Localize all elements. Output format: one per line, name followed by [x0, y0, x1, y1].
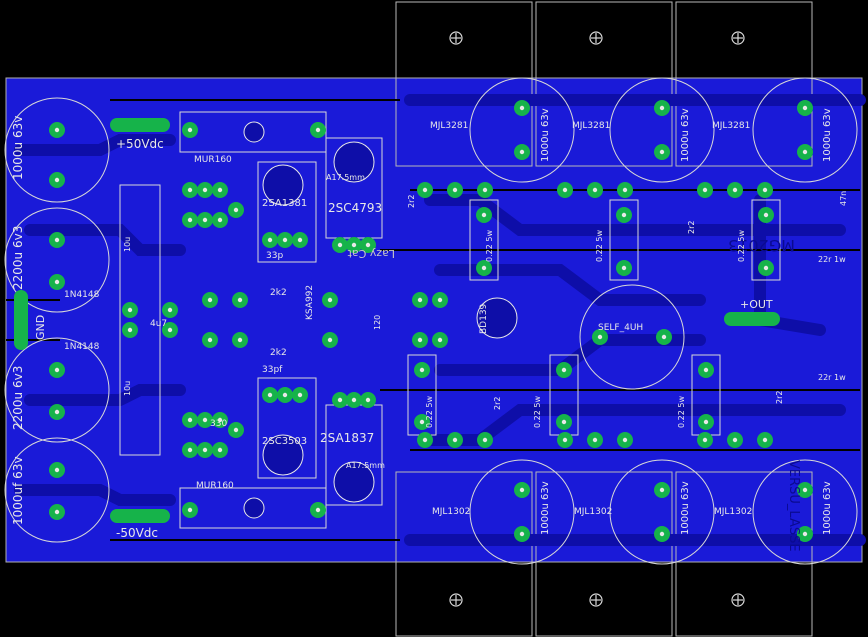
- label-022-1: 0.22 5w: [485, 230, 494, 262]
- label-cap-bot-2: 1000u 63v: [680, 481, 691, 535]
- label-33pf: 33pf: [262, 365, 283, 375]
- label-cap-top-3: 1000u 63v: [822, 108, 833, 162]
- label-022-3: 0.22 5w: [737, 230, 746, 262]
- label-cap-mid-top-left: 2200u 6v3: [11, 226, 25, 290]
- output-caps: [469, 77, 858, 565]
- label-self: SELF_4UH: [598, 323, 643, 333]
- label-2sa1381: 2SA1381: [262, 198, 307, 209]
- label-lazy-cat: Lazy Cat: [347, 247, 395, 260]
- board-edge: [5, 77, 863, 563]
- label-022-6: 0.22 5w: [677, 396, 686, 428]
- label-cap-bot-1: 1000u 63v: [540, 481, 551, 535]
- trimmers: [243, 121, 518, 519]
- label-022-5: 0.22 5w: [533, 396, 542, 428]
- label-2r2-2: 2r2: [687, 221, 696, 234]
- label-2k2-bot: 2k2: [270, 348, 287, 358]
- label-mjl3281-2: MJL3281: [572, 121, 610, 131]
- label-47n: 47n: [839, 191, 848, 206]
- label-heatsink-bot: A17.5mm: [346, 461, 385, 470]
- label-rail-pos: +50Vdc: [116, 137, 164, 151]
- label-2r2-4: 2r2: [775, 391, 784, 404]
- heatsink-outlines: [395, 1, 813, 637]
- label-mirror-version: MG2013: [728, 236, 795, 255]
- label-2sc3503: 2SC3503: [262, 436, 307, 447]
- label-10u-bot: 10u: [123, 381, 132, 396]
- label-cap-top-left: 1000u 63v: [11, 116, 25, 180]
- heatsink-mount-holes: [449, 31, 745, 607]
- silk-labels: 1000u 63v 2200u 6v3 2200u 6v3 1000uf 63v…: [11, 108, 848, 551]
- label-out: +OUT: [740, 298, 773, 311]
- label-022-2: 0.22 5w: [595, 230, 604, 262]
- label-mjl1302-2: MJL1302: [574, 507, 612, 517]
- label-4u7: 4u7: [150, 319, 167, 329]
- label-bd139: BD139: [479, 303, 489, 334]
- label-mjl3281-1: MJL3281: [430, 121, 468, 131]
- label-2sa1837: 2SA1837: [320, 431, 374, 445]
- label-cap-mid-bot-left: 2200u 6v3: [11, 366, 25, 430]
- label-2k2-top: 2k2: [270, 288, 287, 298]
- label-cap-bot-left: 1000uf 63v: [11, 456, 25, 525]
- label-22r-top: 22r 1w: [818, 255, 846, 264]
- label-330: 330: [210, 419, 227, 429]
- label-cap-top-1: 1000u 63v: [540, 108, 551, 162]
- label-heatsink-top: A17.5mm: [326, 173, 365, 182]
- label-gnd: GND: [34, 315, 47, 340]
- label-ksa992: KSA992: [305, 285, 315, 320]
- label-mirror-lasse: VERSU_LASSE: [786, 460, 801, 552]
- copper-pour: [6, 78, 862, 562]
- left-caps: [4, 97, 110, 543]
- label-cap-bot-3: 1000u 63v: [822, 481, 833, 535]
- label-cap-top-2: 1000u 63v: [680, 108, 691, 162]
- pad-holes: [54, 105, 808, 537]
- label-2sc4793: 2SC4793: [328, 201, 382, 215]
- label-33p: 33p: [266, 251, 283, 261]
- rail-bars: [14, 118, 780, 523]
- label-10u-top: 10u: [123, 237, 132, 252]
- label-120: 120: [373, 315, 382, 330]
- label-diode-top: 1N4148: [64, 290, 100, 300]
- label-22r-bot: 22r 1w: [818, 373, 846, 382]
- label-mur-bot: MUR160: [196, 481, 234, 491]
- label-rail-neg: -50Vdc: [116, 526, 158, 540]
- label-2r2-3: 2r2: [493, 397, 502, 410]
- label-diode-bot: 1N4148: [64, 342, 100, 352]
- label-mjl1302-1: MJL1302: [432, 507, 470, 517]
- label-2r2-1: 2r2: [407, 195, 416, 208]
- label-022-4: 0.22 5w: [425, 396, 434, 428]
- label-mjl1302-3: MJL1302: [714, 507, 752, 517]
- label-mjl3281-3: MJL3281: [712, 121, 750, 131]
- label-mur-top: MUR160: [194, 155, 232, 165]
